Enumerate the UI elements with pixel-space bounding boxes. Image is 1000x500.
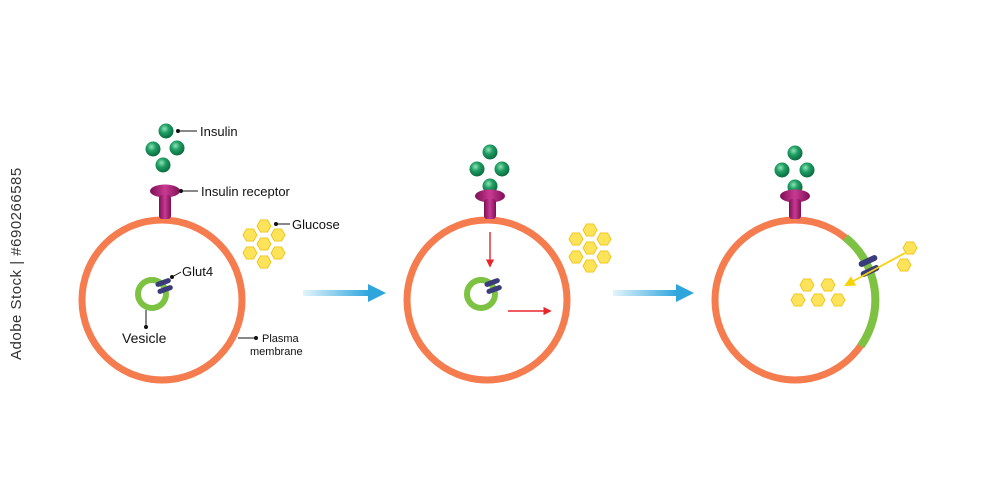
insulin-cluster-1 — [145, 123, 185, 173]
glut4-leader-dot — [170, 275, 174, 279]
watermark-id: #690266585 — [8, 167, 25, 256]
vesicle-1 — [135, 277, 169, 311]
insulin-molecule — [155, 157, 171, 173]
insulin-label: Insulin — [200, 124, 238, 139]
insulin-molecule — [469, 161, 485, 177]
insulin-molecule — [158, 123, 174, 139]
glucose-cluster-1 — [242, 219, 286, 269]
insulin-cluster-3 — [774, 145, 815, 195]
glut4-transporter-1 — [155, 278, 173, 294]
glut4-transporter-2 — [484, 278, 502, 294]
glut4-label: Glut4 — [182, 264, 213, 279]
insulin-leader-dot — [176, 129, 180, 133]
insulin-cluster-2 — [469, 144, 510, 194]
insulin-molecule — [787, 145, 803, 161]
glucose-leader-dot — [274, 222, 278, 226]
vesicle-2 — [464, 277, 498, 311]
insulin-receptor-3 — [780, 189, 810, 219]
vesicle-label: Vesicle — [122, 330, 167, 346]
panel-1-basal-state: Insulin Insulin receptor Glucose — [78, 123, 340, 384]
glucose-cluster-2 — [568, 223, 612, 273]
step-arrow-2 — [613, 284, 694, 302]
panel-2-insulin-binding — [403, 144, 612, 384]
membrane-leader-dot — [254, 336, 258, 340]
glucose-label: Glucose — [292, 217, 340, 232]
plasma-membrane-label-line2: membrane — [250, 346, 303, 358]
step-arrow-1 — [303, 284, 386, 302]
glucose-inside-3 — [790, 278, 846, 307]
glucose-influx-arrow — [844, 252, 906, 287]
cell-membrane-2 — [403, 216, 571, 384]
insulin-receptor-1 — [150, 184, 180, 219]
insulin-molecule — [494, 161, 510, 177]
insulin-molecule — [799, 162, 815, 178]
panel-3-glucose-uptake — [711, 145, 918, 384]
receptor-leader-dot — [179, 189, 183, 193]
stock-watermark-id: Adobe Stock | #690266585 — [8, 167, 28, 360]
cell-membrane-1 — [78, 216, 246, 384]
insulin-molecule — [774, 162, 790, 178]
insulin-receptor-label: Insulin receptor — [201, 184, 291, 199]
insulin-molecule — [482, 144, 498, 160]
watermark-brand: Adobe Stock — [8, 269, 25, 360]
watermark-separator: | — [8, 260, 25, 265]
plasma-membrane-label-line1: Plasma — [262, 333, 300, 345]
insulin-molecule — [169, 140, 185, 156]
vesicle-leader-dot — [144, 325, 148, 329]
fused-vesicle-membrane — [842, 234, 880, 349]
insulin-receptor-2 — [475, 189, 505, 219]
insulin-molecule — [145, 141, 161, 157]
